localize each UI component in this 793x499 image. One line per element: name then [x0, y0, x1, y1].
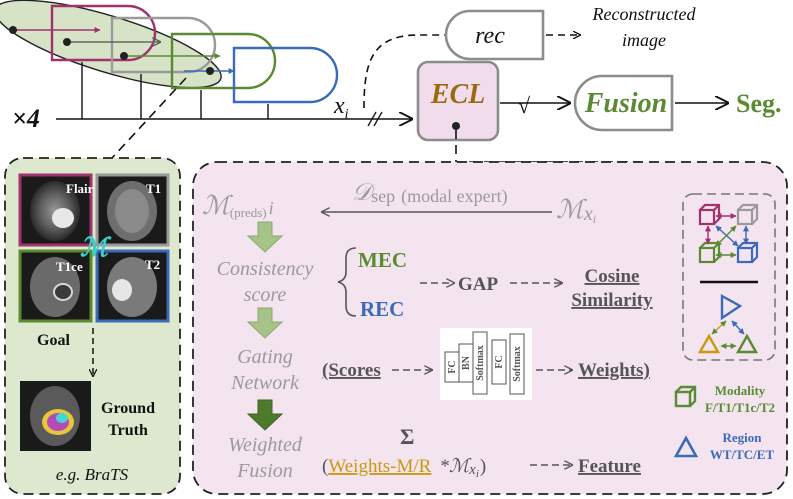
layer-bn: BN — [461, 355, 472, 370]
gating-network-block: FC BN Softmax FC Softmax — [440, 328, 532, 400]
encoder-blue — [232, 46, 339, 104]
triangle-orange-icon — [697, 333, 721, 354]
feature-label: Feature — [578, 456, 641, 477]
ground-truth-line1: Ground — [101, 400, 155, 417]
dashed-to-rec — [363, 35, 452, 109]
d-sep-label: 𝒟sep(modal expert) — [352, 180, 508, 207]
ground-truth-image — [20, 381, 91, 451]
encoder-stack-highlight — [0, 0, 222, 89]
region-legend: Region WT/TC/ET — [673, 430, 775, 462]
down-arrow-3 — [246, 399, 284, 431]
rec-label: rec — [475, 23, 505, 49]
modality-legend-values: F/T1/T1c/T2 — [705, 400, 775, 415]
goal-label: Goal — [37, 332, 70, 349]
rec-box — [444, 9, 545, 61]
modality-legend: Modality F/T1/T1c/T2 — [674, 383, 775, 415]
label-t1ce: T1ce — [56, 259, 83, 274]
dataset-caption: e.g. BraTS — [56, 465, 129, 484]
consistency-label-1: Consistency — [217, 258, 314, 280]
weighted-sum-expression: (Weights-M/R*ℳxi) — [322, 456, 486, 480]
triangle-green-icon — [735, 333, 759, 354]
region-legend-title: Region — [723, 430, 763, 445]
fusion-box — [573, 74, 674, 132]
m-x-label: ℳxi — [556, 195, 596, 226]
mri-t1ce: T1ce — [18, 249, 93, 323]
cube-blue-icon — [736, 241, 759, 264]
cosine-label-1: Cosine — [585, 266, 640, 287]
label-t2: T2 — [145, 257, 160, 272]
cube-gray-icon — [736, 203, 759, 226]
layer-fc-1: FC — [447, 360, 458, 373]
encoder-green — [170, 32, 277, 90]
layer-fc-2: FC — [494, 355, 505, 368]
modality-cube-icon — [674, 385, 697, 408]
label-t1: T1 — [146, 181, 161, 196]
modality-set-symbol: ℳ — [80, 233, 112, 262]
input-symbol: xi — [333, 93, 349, 122]
ground-truth-line2: Truth — [108, 422, 148, 439]
cube-magenta-icon — [698, 203, 721, 226]
multiplier-label: ×4 — [12, 104, 40, 133]
scores-label: (Scores — [322, 360, 381, 381]
down-arrow-2 — [246, 307, 284, 339]
layer-softmax-1: Softmax — [475, 345, 486, 381]
layer-softmax-2: Softmax — [512, 346, 523, 382]
label-flair: Flair — [66, 181, 94, 196]
m-preds-label: ℳ(preds)i — [202, 191, 274, 220]
mri-flair: Flair — [18, 173, 94, 247]
reconstructed-image-line2: image — [622, 30, 666, 50]
consistency-label-2: score — [244, 284, 287, 306]
ecl-label: ECL — [430, 79, 485, 110]
dashed-encoder-to-left-panel — [111, 77, 187, 159]
gating-label-1: Gating — [237, 346, 293, 368]
region-triangle-icon — [673, 435, 699, 458]
ecl-detail-panel: ℳ(preds)i 𝒟sep(modal expert) ℳxi Consist… — [192, 161, 788, 495]
region-legend-values: WT/TC/ET — [710, 447, 775, 462]
ecl-box — [416, 60, 500, 142]
gating-label-2: Network — [230, 372, 300, 394]
down-arrow-1 — [246, 221, 284, 253]
mri-t2: T2 — [95, 249, 170, 323]
weights-label: Weights) — [578, 360, 650, 381]
reconstructed-image-line1: Reconstructed — [592, 4, 697, 24]
encoder-magenta — [50, 4, 157, 62]
seg-label: Seg. — [736, 89, 782, 118]
check-mark: √ — [518, 93, 531, 118]
sigma-label: Σ — [400, 424, 414, 449]
mri-t1: T1 — [95, 173, 170, 247]
weighted-label-1: Weighted — [228, 434, 303, 456]
triangle-blue-icon — [720, 293, 743, 321]
rec-sub-label: REC — [360, 297, 404, 321]
mec-label: MEC — [358, 248, 407, 272]
gap-label: GAP — [458, 274, 499, 295]
relation-icons-box — [682, 193, 776, 361]
fusion-label: Fusion — [584, 88, 668, 119]
brace — [337, 247, 357, 317]
weighted-label-2: Fusion — [236, 460, 293, 482]
left-panel: Flair T1 T1ce T2 ℳ Goal — [4, 157, 181, 495]
encoder-stack — [0, 0, 339, 119]
modality-legend-title: Modality — [715, 383, 766, 398]
cosine-label-2: Similarity — [571, 290, 653, 311]
